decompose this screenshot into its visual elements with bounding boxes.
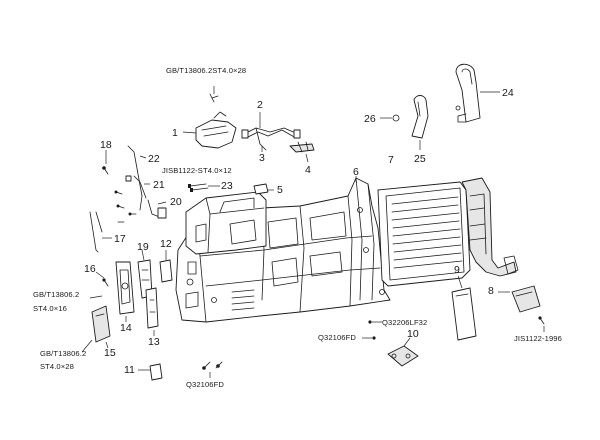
callout-16: 16 bbox=[84, 263, 96, 275]
spec-note-leaders bbox=[81, 295, 545, 353]
callout-10: 10 bbox=[407, 328, 419, 340]
part-26-oring bbox=[380, 105, 461, 122]
callout-8: 8 bbox=[488, 285, 494, 297]
part-4-bracket bbox=[289, 141, 315, 163]
part-20-rod bbox=[147, 199, 167, 219]
part-2-3-harness bbox=[241, 112, 301, 152]
part-16-screw bbox=[95, 271, 109, 287]
part-1-cover bbox=[182, 111, 237, 149]
callout-26: 26 bbox=[364, 113, 376, 125]
callout-20: 20 bbox=[170, 196, 182, 208]
screw-top-center bbox=[209, 86, 219, 103]
part-22-rod bbox=[127, 145, 147, 211]
part-21-linkage bbox=[125, 175, 150, 199]
callout-25: 25 bbox=[414, 153, 426, 165]
callout-6: 6 bbox=[353, 166, 359, 178]
part-12-link bbox=[159, 250, 173, 283]
screw-jis bbox=[538, 316, 545, 325]
callout-3: 3 bbox=[259, 152, 265, 164]
callout-7: 7 bbox=[388, 154, 394, 166]
part-7-side-tank bbox=[461, 177, 519, 277]
part-23-screws bbox=[188, 183, 220, 192]
callout-14: 14 bbox=[120, 322, 132, 334]
callout-19: 19 bbox=[137, 241, 149, 253]
callout-21: 21 bbox=[153, 179, 165, 191]
callout-11: 11 bbox=[124, 364, 135, 376]
callout-18: 18 bbox=[100, 139, 112, 151]
note-q32106fd-bottom: Q32106FD bbox=[186, 380, 224, 389]
callout-5: 5 bbox=[277, 184, 283, 196]
spec-notes: GB/T13806.2ST4.0×28 JISB1122-ST4.0×12 GB… bbox=[33, 66, 562, 389]
note-gb-a-line1: GB/T13806.2 bbox=[33, 290, 79, 299]
callout-15: 15 bbox=[104, 347, 116, 359]
callout-1: 1 bbox=[172, 127, 178, 139]
small-clips-left bbox=[114, 190, 137, 223]
part-14-actuator bbox=[115, 261, 135, 322]
part-11-sensor bbox=[138, 363, 163, 381]
callout-9: 9 bbox=[454, 264, 460, 276]
note-gb-st4-28-top: GB/T13806.2ST4.0×28 bbox=[166, 66, 246, 75]
note-jisb-st4-12: JISB1122-ST4.0×12 bbox=[162, 166, 232, 175]
callout-2: 2 bbox=[257, 99, 263, 111]
part-18-screw bbox=[102, 150, 109, 175]
screws-q32206lf32 bbox=[368, 320, 376, 340]
part-24-pipe bbox=[455, 63, 500, 123]
part-13-lever bbox=[145, 287, 159, 336]
note-q32106fd-right: Q32106FD bbox=[318, 333, 356, 342]
callout-23: 23 bbox=[221, 180, 233, 192]
callout-numbers: 1 2 3 4 5 6 7 8 9 10 11 12 13 14 15 16 1… bbox=[84, 87, 514, 376]
callout-13: 13 bbox=[148, 336, 160, 348]
upper-blower-case bbox=[185, 191, 267, 255]
part-15-motor bbox=[91, 305, 111, 349]
part-8-damper bbox=[498, 285, 541, 313]
part-9-filter bbox=[451, 275, 477, 341]
note-gb-b-line1: GB/T13806.2 bbox=[40, 349, 86, 358]
part-5-clip bbox=[253, 183, 274, 195]
part-10-bracket bbox=[387, 337, 419, 367]
callout-17: 17 bbox=[114, 233, 126, 245]
part-17-rod bbox=[89, 211, 112, 253]
part-7-evaporator-core bbox=[377, 181, 471, 287]
callout-22: 22 bbox=[148, 153, 160, 165]
callout-12: 12 bbox=[160, 238, 172, 250]
part-25-pipe bbox=[411, 95, 429, 150]
note-jis1122-1996: JIS1122-1996 bbox=[514, 334, 562, 343]
note-gb-b-line2: ST4.0×28 bbox=[40, 362, 74, 371]
callout-24: 24 bbox=[502, 87, 514, 99]
clip-bottom bbox=[202, 361, 223, 378]
note-q32206lf32: Q32206LF32 bbox=[382, 318, 427, 327]
note-gb-a-line2: ST4.0×16 bbox=[33, 304, 67, 313]
callout-4: 4 bbox=[305, 164, 311, 176]
